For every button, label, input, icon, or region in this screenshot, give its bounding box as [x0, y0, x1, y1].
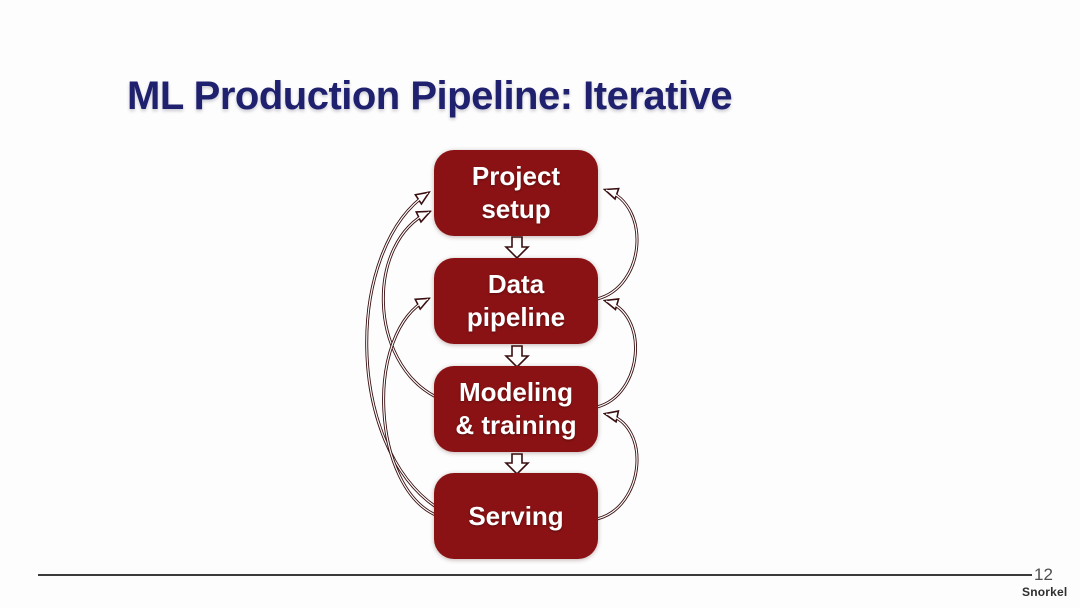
node-serving: Serving — [434, 473, 598, 559]
feedback-arrow-modeling-to-data-pipeline — [596, 301, 637, 409]
node-project-setup: Project setup — [434, 150, 598, 236]
forward-arrow-data-pipeline-to-modeling — [504, 345, 530, 369]
feedback-arrow-data-pipeline-to-project-setup — [596, 190, 639, 301]
feedback-arrow-modeling-to-project-setup — [381, 212, 437, 399]
node-modeling-training: Modeling & training — [434, 366, 598, 452]
snorkel-logo: Snorkel — [1022, 585, 1068, 599]
forward-arrow-project-setup-to-data-pipeline — [504, 236, 530, 260]
slide-title: ML Production Pipeline: Iterative — [127, 74, 733, 118]
feedback-arrow-serving-to-project-setup — [365, 193, 437, 509]
node-label: Project setup — [471, 161, 561, 224]
node-label: Data pipeline — [466, 269, 566, 332]
node-label: Modeling & training — [455, 377, 577, 440]
page-number: 12 — [1034, 565, 1053, 584]
footer-divider — [38, 574, 1032, 576]
forward-arrow-modeling-to-serving — [504, 453, 530, 476]
feedback-arrow-serving-to-data-pipeline — [382, 299, 439, 518]
node-data-pipeline: Data pipeline — [434, 258, 598, 344]
node-label: Serving — [468, 500, 564, 531]
feedback-arrow-serving-to-modeling — [596, 414, 639, 521]
